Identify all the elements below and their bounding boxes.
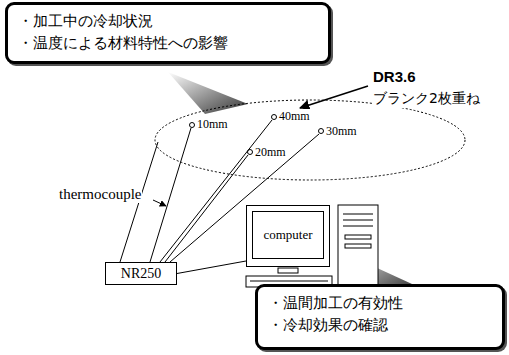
position-label: 30mm xyxy=(325,124,358,139)
note-label: ブランク2枚重ね xyxy=(372,90,481,108)
connector xyxy=(177,261,246,274)
node-text: computer xyxy=(263,227,312,243)
computer-tower xyxy=(338,205,378,287)
pointer-triangle xyxy=(168,72,248,114)
position-label: 10mm xyxy=(196,117,229,132)
node-text: ・温間加工の有効性 xyxy=(268,292,492,314)
note-box: ・温間加工の有効性・冷却効果の確認 xyxy=(255,284,505,350)
device-box: NR250 xyxy=(105,262,177,285)
note-box: ・加工中の冷却状況・温度による材料特性への影響 xyxy=(5,2,331,64)
position-label: 20mm xyxy=(254,145,287,160)
thermocouple-wires xyxy=(120,120,319,262)
node-text: ・加工中の冷却状況 xyxy=(18,10,318,32)
dimension-label: DR3.6 xyxy=(372,68,417,85)
leader-arrow xyxy=(153,200,166,206)
sensor-label: thermocouple xyxy=(58,186,142,203)
node-text: ・冷却効果の確認 xyxy=(268,314,492,336)
leader-arrow xyxy=(300,86,368,108)
node-text: ・温度による材料特性への影響 xyxy=(18,32,318,54)
blank-ellipse xyxy=(155,100,465,180)
position-label: 40mm xyxy=(278,109,311,124)
node-text: NR250 xyxy=(106,263,176,284)
monitor-screen: computer xyxy=(252,211,324,259)
computer-monitor: computer xyxy=(246,205,330,267)
